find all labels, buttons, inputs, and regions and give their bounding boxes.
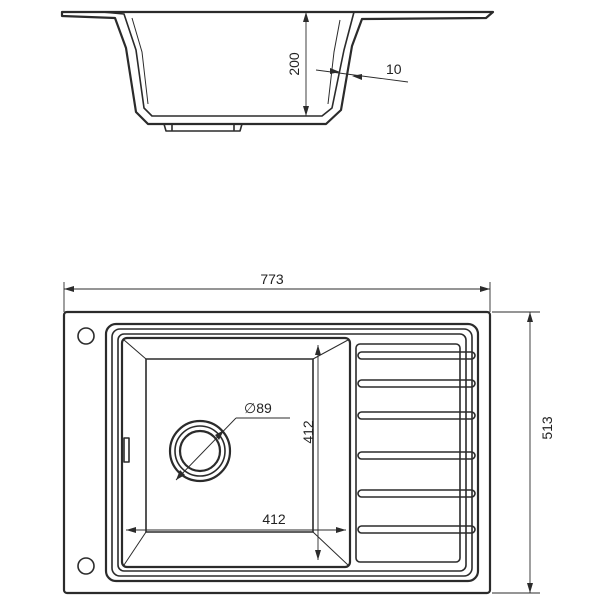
bowl-depth-arrow-bottom	[303, 106, 309, 116]
drainboard-rib	[357, 489, 476, 498]
section-drain-outlet	[163, 123, 243, 132]
drainboard-rib	[357, 451, 476, 460]
overall-width-label: 773	[260, 271, 284, 287]
drainboard-ribs	[357, 351, 476, 534]
wall-thickness-arrow	[330, 68, 340, 74]
drain-diameter-arrow-2	[215, 430, 224, 440]
bowl-depth-label: 200	[286, 52, 302, 76]
wall-thickness-label: 10	[386, 61, 402, 77]
drainboard-rib	[357, 525, 476, 534]
overall-depth-arrow-bottom	[527, 583, 533, 593]
rim-outline-1	[104, 322, 480, 583]
drain-diameter-arrow	[176, 470, 185, 480]
bowl-inner-outline	[145, 358, 314, 533]
sink-outer-outline	[62, 310, 492, 595]
drainboard-outline	[355, 343, 461, 563]
drain-diameter-label: ∅89	[244, 400, 272, 416]
drain-inner-ring	[178, 429, 222, 473]
tap-hole-bottom	[77, 557, 95, 575]
drain-outer-ring	[168, 419, 232, 483]
drainboard-rib	[357, 411, 476, 420]
section-inner-wall	[131, 17, 341, 105]
overall-width-arrow-left	[64, 286, 74, 292]
bowl-corner-lines	[123, 339, 349, 566]
drain-diameter-leader	[175, 417, 237, 481]
wall-thickness-arrow-2	[352, 74, 362, 80]
drainboard-rib	[357, 379, 476, 388]
bowl-plan-depth-arrow-bottom	[315, 550, 321, 560]
overall-width-arrow-right	[480, 286, 490, 292]
bowl-width-arrow-right	[336, 527, 346, 533]
section-outer-profile	[60, 10, 495, 126]
bowl-depth-arrow-top	[303, 12, 309, 22]
bowl-outline	[120, 336, 352, 569]
section-inner-profile	[101, 11, 355, 117]
drain-middle-ring	[174, 425, 226, 477]
bowl-width-label: 412	[262, 511, 286, 527]
overall-depth-arrow-top	[527, 312, 533, 322]
drainboard-rib	[357, 351, 476, 360]
bowl-plan-depth-label: 412	[300, 420, 316, 444]
overall-depth-label: 513	[539, 416, 555, 440]
bowl-plan-depth-arrow-top	[315, 345, 321, 355]
tap-hole-top	[77, 327, 95, 345]
bowl-width-arrow-left	[126, 527, 136, 533]
plan-view: 773 513 412 412	[62, 271, 555, 595]
overflow-slot	[123, 437, 130, 463]
section-view: 200 10	[60, 10, 495, 132]
